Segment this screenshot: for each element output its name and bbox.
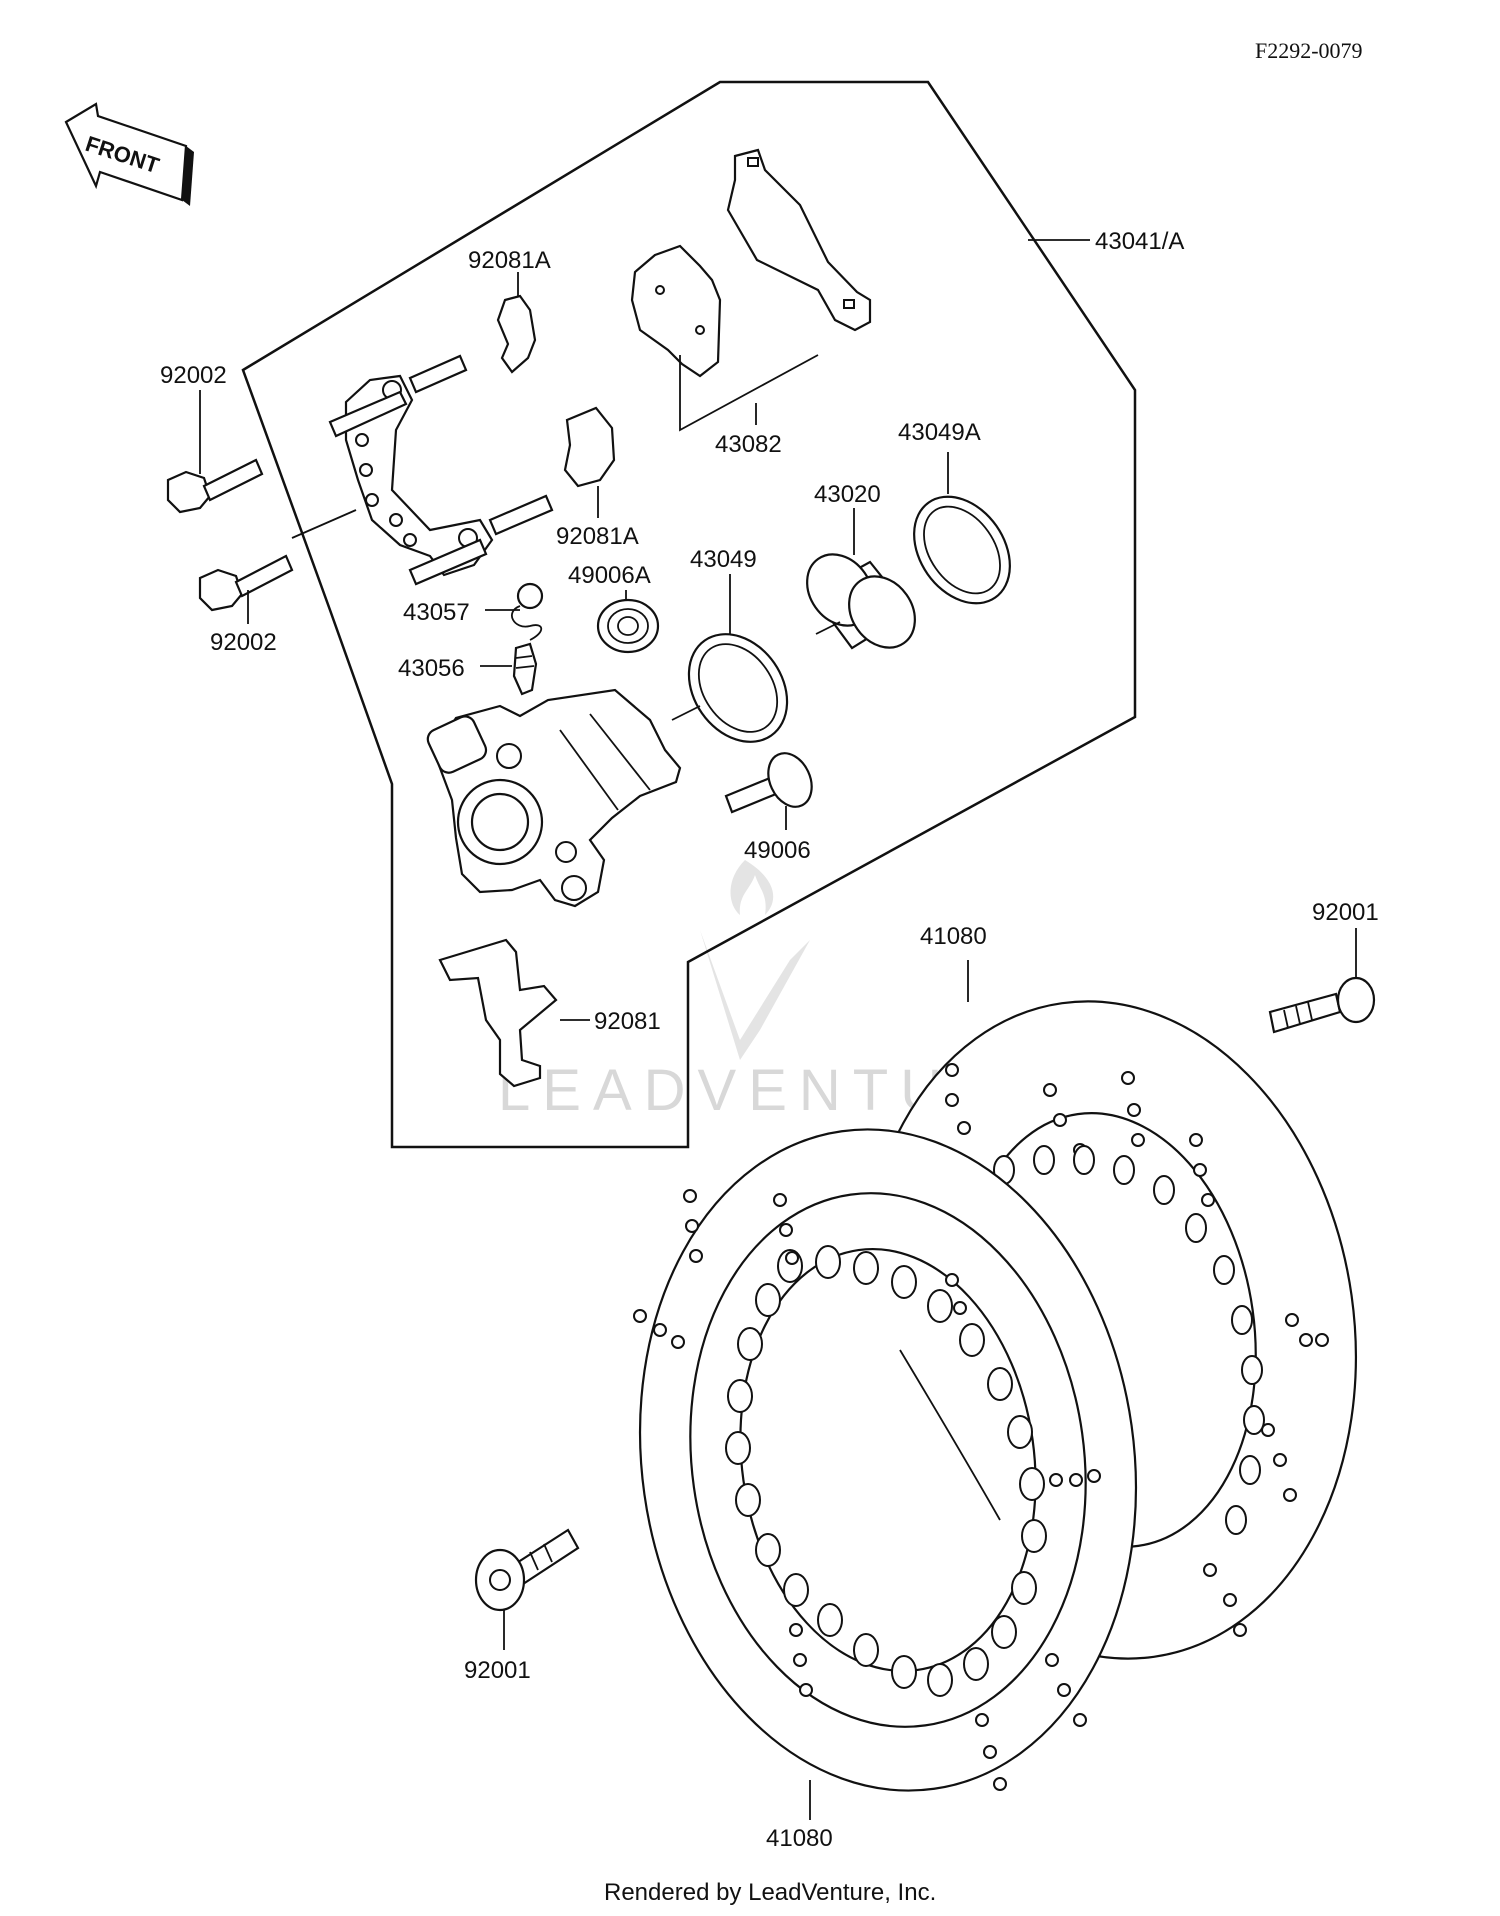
part-label-43049: 43049 — [690, 546, 757, 573]
diagram-code: F2292-0079 — [1255, 38, 1363, 63]
disc-bolt-right — [1268, 976, 1376, 1034]
part-label-92001-left: 92001 — [464, 1657, 531, 1684]
caliper-body — [426, 688, 682, 908]
dust-boot — [596, 598, 660, 654]
anti-rattle-spring — [438, 938, 558, 1088]
part-label-43082: 43082 — [715, 431, 782, 458]
part-label-92081: 92081 — [594, 1008, 661, 1035]
caliper-assembly-outline — [241, 80, 1137, 1149]
footer-credit: Rendered by LeadVenture, Inc. — [604, 1879, 936, 1906]
part-label-41080-top: 41080 — [920, 923, 987, 950]
front-arrow-icon: FRONT — [64, 102, 194, 206]
brake-disc-front — [633, 1128, 1138, 1792]
brake-pad-rear — [630, 244, 722, 378]
part-label-43041A: 43041/A — [1095, 228, 1184, 255]
pad-spring-top — [496, 294, 537, 374]
part-label-92081A-mid: 92081A — [556, 523, 639, 550]
caliper-piston — [806, 553, 916, 650]
caliper-mount-bolt — [724, 752, 813, 814]
part-label-43056: 43056 — [398, 655, 465, 682]
part-label-92001-right: 92001 — [1312, 899, 1379, 926]
piston-seal — [687, 633, 789, 743]
slide-pin-lower — [408, 494, 554, 586]
slide-pin-upper — [328, 354, 468, 438]
disc-bolt-left — [474, 1528, 580, 1612]
part-label-92081A-top: 92081A — [468, 247, 551, 274]
piston-dust-seal — [913, 495, 1011, 605]
part-label-92002-top: 92002 — [160, 362, 227, 389]
part-label-41080-bottom: 41080 — [766, 1825, 833, 1852]
pad-spring-mid — [563, 406, 616, 488]
part-label-92002-bottom: 92002 — [210, 629, 277, 656]
bleeder-valve — [512, 642, 538, 696]
bracket-bolt-upper — [166, 458, 264, 514]
bleeder-cap — [511, 582, 544, 641]
part-label-49006: 49006 — [744, 837, 811, 864]
part-label-43020: 43020 — [814, 481, 881, 508]
part-label-43057: 43057 — [403, 599, 470, 626]
caliper-bracket — [344, 374, 494, 577]
brake-pad-front — [726, 148, 872, 332]
part-label-43049A: 43049A — [898, 419, 981, 446]
part-label-49006A: 49006A — [568, 562, 651, 589]
bracket-bolt-lower — [198, 554, 294, 612]
